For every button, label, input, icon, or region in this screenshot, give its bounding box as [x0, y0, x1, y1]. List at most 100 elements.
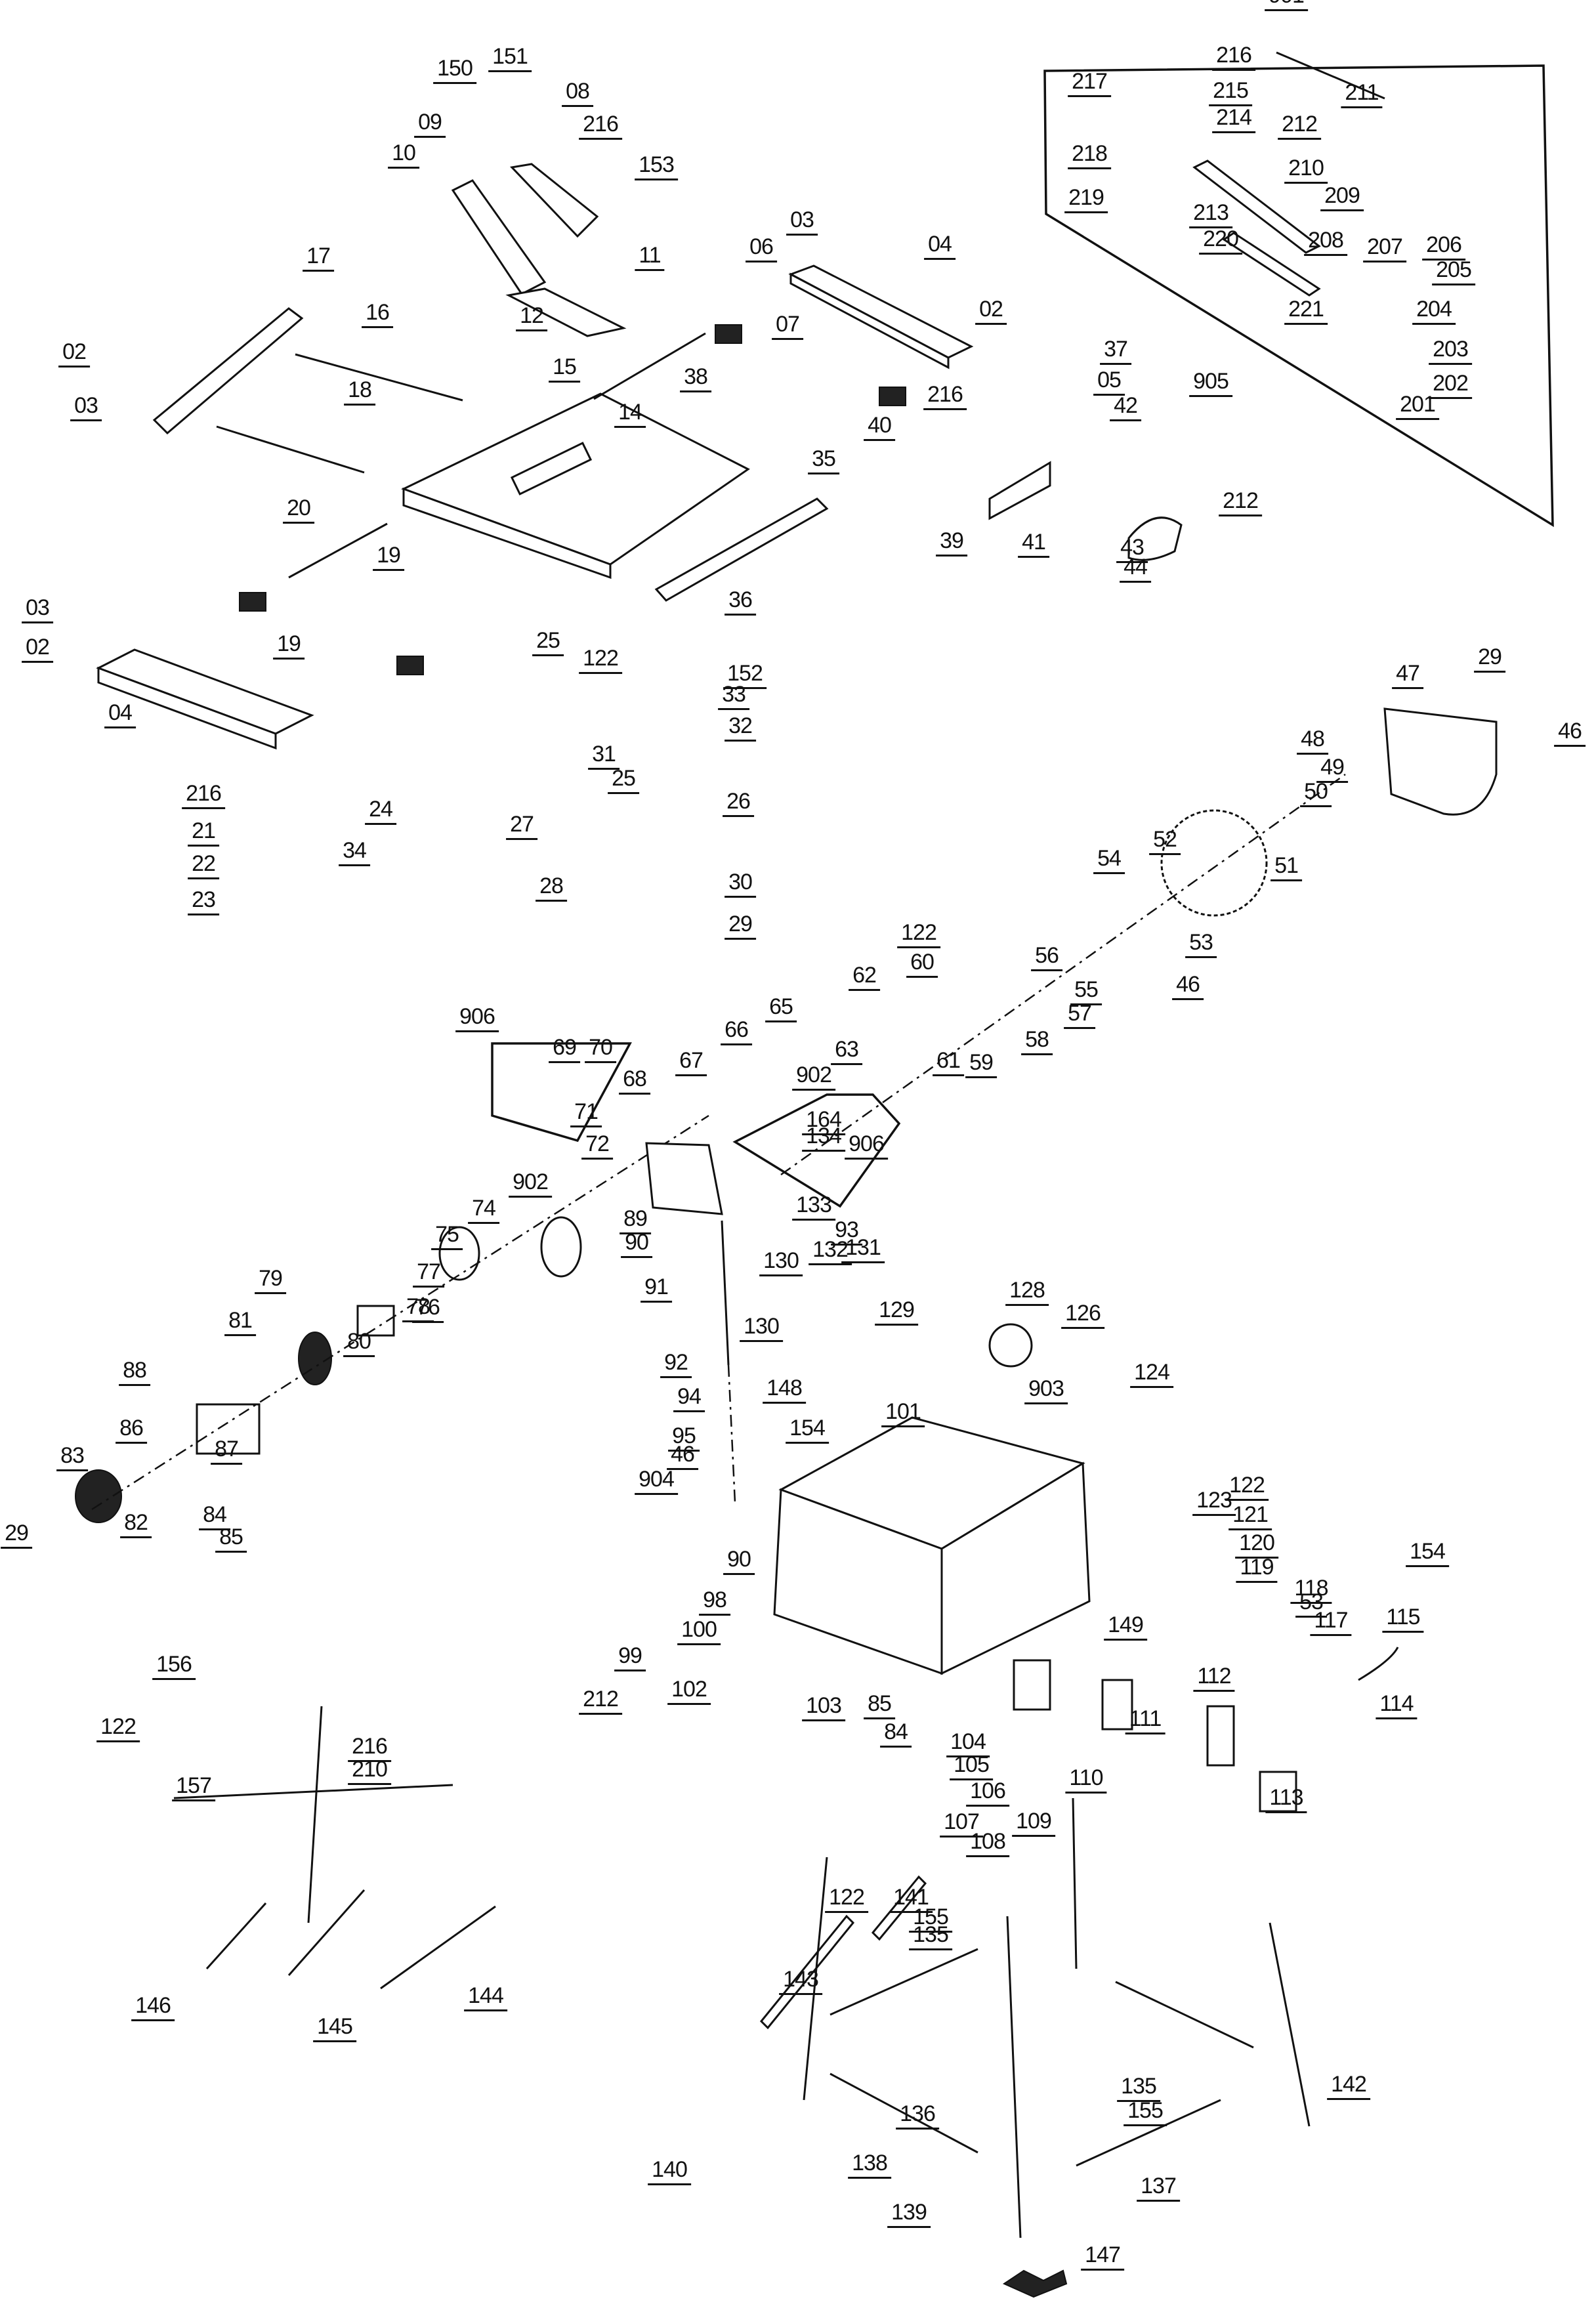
part-callout-26[interactable]: 26: [723, 790, 754, 817]
part-callout-113[interactable]: 113: [1265, 1786, 1307, 1813]
part-callout-23[interactable]: 23: [188, 889, 219, 915]
part-callout-90[interactable]: 90: [723, 1548, 755, 1575]
part-callout-52[interactable]: 52: [1149, 828, 1181, 855]
part-callout-32[interactable]: 32: [724, 715, 756, 742]
part-callout-46[interactable]: 46: [667, 1443, 698, 1470]
part-callout-132[interactable]: 132: [808, 1238, 852, 1265]
part-callout-143[interactable]: 143: [779, 1968, 822, 1995]
part-callout-124[interactable]: 124: [1130, 1361, 1173, 1388]
part-callout-34[interactable]: 34: [339, 839, 370, 866]
part-callout-09[interactable]: 09: [414, 111, 446, 138]
part-callout-93[interactable]: 93: [831, 1219, 862, 1246]
part-callout-905[interactable]: 905: [1189, 370, 1232, 397]
part-callout-84[interactable]: 84: [880, 1721, 912, 1748]
part-callout-136[interactable]: 136: [896, 2103, 939, 2130]
part-callout-131[interactable]: 131: [841, 1236, 885, 1263]
part-callout-104[interactable]: 104: [946, 1731, 990, 1757]
part-callout-54[interactable]: 54: [1093, 847, 1125, 874]
part-callout-03[interactable]: 03: [22, 597, 53, 623]
part-callout-215[interactable]: 215: [1209, 79, 1252, 106]
part-callout-205[interactable]: 205: [1432, 259, 1475, 285]
part-callout-24[interactable]: 24: [365, 798, 396, 825]
part-callout-81[interactable]: 81: [224, 1309, 256, 1336]
part-callout-203[interactable]: 203: [1429, 338, 1472, 365]
part-callout-92[interactable]: 92: [660, 1351, 692, 1378]
part-callout-106[interactable]: 106: [966, 1780, 1009, 1807]
part-callout-108[interactable]: 108: [966, 1830, 1009, 1857]
part-callout-216[interactable]: 216: [579, 113, 622, 140]
part-callout-122[interactable]: 122: [96, 1715, 140, 1742]
part-callout-18[interactable]: 18: [344, 379, 375, 406]
part-callout-156[interactable]: 156: [152, 1653, 196, 1680]
part-callout-134[interactable]: 134: [802, 1125, 845, 1152]
part-callout-212[interactable]: 212: [579, 1688, 622, 1715]
part-callout-10[interactable]: 10: [388, 142, 419, 169]
part-callout-94[interactable]: 94: [673, 1385, 705, 1412]
part-callout-107[interactable]: 107: [940, 1811, 983, 1838]
part-callout-133[interactable]: 133: [792, 1194, 835, 1221]
part-callout-216[interactable]: 216: [348, 1735, 391, 1762]
part-callout-44[interactable]: 44: [1120, 556, 1151, 583]
part-callout-87[interactable]: 87: [211, 1438, 242, 1465]
part-callout-140[interactable]: 140: [648, 2158, 691, 2185]
part-callout-207[interactable]: 207: [1363, 236, 1406, 262]
part-callout-85[interactable]: 85: [215, 1526, 247, 1553]
part-callout-122[interactable]: 122: [825, 1886, 868, 1913]
part-callout-85[interactable]: 85: [864, 1692, 895, 1719]
part-callout-63[interactable]: 63: [831, 1038, 862, 1065]
part-callout-903[interactable]: 903: [1024, 1377, 1068, 1404]
part-callout-02[interactable]: 02: [975, 298, 1007, 325]
part-callout-217[interactable]: 217: [1068, 70, 1111, 97]
part-callout-122[interactable]: 122: [897, 921, 940, 948]
part-callout-30[interactable]: 30: [724, 871, 756, 898]
part-callout-906[interactable]: 906: [455, 1005, 499, 1032]
part-callout-91[interactable]: 91: [640, 1276, 672, 1303]
part-callout-16[interactable]: 16: [362, 301, 393, 328]
part-callout-100[interactable]: 100: [677, 1618, 721, 1645]
part-callout-149[interactable]: 149: [1104, 1614, 1147, 1641]
part-callout-02[interactable]: 02: [58, 341, 90, 368]
part-callout-48[interactable]: 48: [1297, 728, 1328, 755]
part-callout-111[interactable]: 111: [1125, 1708, 1166, 1734]
part-callout-209[interactable]: 209: [1320, 184, 1364, 211]
part-callout-82[interactable]: 82: [120, 1511, 152, 1538]
part-callout-121[interactable]: 121: [1228, 1503, 1272, 1530]
part-callout-130[interactable]: 130: [740, 1315, 783, 1342]
part-callout-25[interactable]: 25: [532, 629, 564, 656]
part-callout-218[interactable]: 218: [1068, 142, 1111, 169]
part-callout-147[interactable]: 147: [1081, 2244, 1124, 2271]
part-callout-68[interactable]: 68: [619, 1068, 650, 1095]
part-callout-906[interactable]: 906: [845, 1133, 888, 1160]
part-callout-101[interactable]: 101: [881, 1400, 925, 1427]
part-callout-211[interactable]: 211: [1341, 81, 1383, 108]
part-callout-12[interactable]: 12: [516, 304, 547, 331]
part-callout-25[interactable]: 25: [608, 767, 639, 794]
part-callout-60[interactable]: 60: [906, 951, 938, 978]
part-callout-150[interactable]: 150: [433, 57, 476, 84]
part-callout-22[interactable]: 22: [188, 852, 219, 879]
part-callout-83[interactable]: 83: [56, 1444, 88, 1471]
part-callout-904[interactable]: 904: [635, 1468, 678, 1495]
part-callout-122[interactable]: 122: [1225, 1474, 1269, 1501]
part-callout-155[interactable]: 155: [909, 1906, 952, 1933]
part-callout-78[interactable]: 78: [402, 1295, 434, 1322]
part-callout-216[interactable]: 216: [1212, 44, 1255, 71]
part-callout-145[interactable]: 145: [313, 2015, 356, 2042]
part-callout-29[interactable]: 29: [1474, 646, 1505, 673]
part-callout-212[interactable]: 212: [1278, 113, 1321, 140]
part-callout-103[interactable]: 103: [802, 1694, 845, 1721]
part-callout-56[interactable]: 56: [1031, 944, 1062, 971]
part-callout-03[interactable]: 03: [786, 209, 818, 236]
part-callout-152[interactable]: 152: [723, 662, 766, 689]
part-callout-19[interactable]: 19: [273, 633, 304, 660]
part-callout-210[interactable]: 210: [348, 1758, 391, 1785]
part-callout-138[interactable]: 138: [848, 2152, 891, 2179]
part-callout-20[interactable]: 20: [283, 497, 314, 524]
part-callout-206[interactable]: 206: [1422, 234, 1465, 261]
part-callout-53[interactable]: 53: [1185, 931, 1217, 958]
part-callout-154[interactable]: 154: [1406, 1540, 1449, 1567]
part-callout-03[interactable]: 03: [70, 394, 102, 421]
part-callout-89[interactable]: 89: [620, 1208, 651, 1234]
part-callout-49[interactable]: 49: [1316, 756, 1348, 783]
part-callout-148[interactable]: 148: [763, 1377, 806, 1404]
